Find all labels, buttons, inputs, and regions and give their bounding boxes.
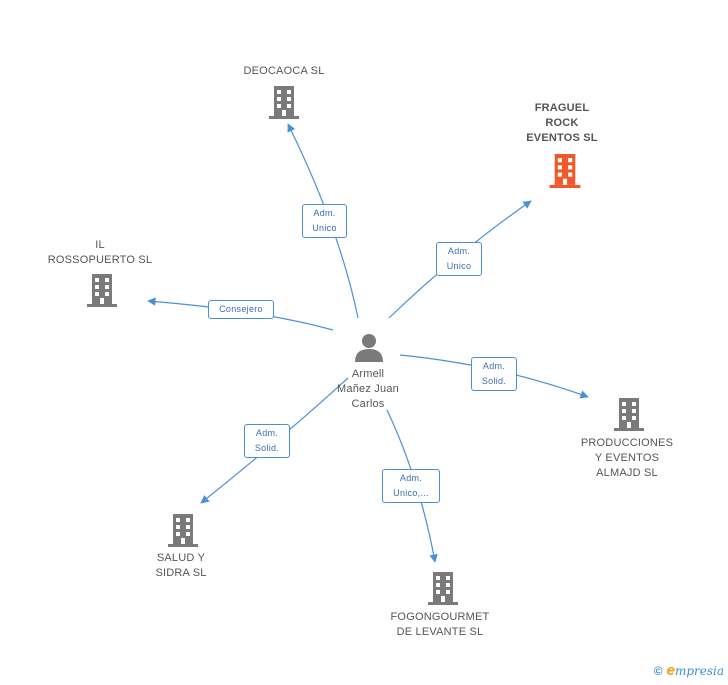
building-icon	[87, 274, 117, 307]
building-icon	[269, 86, 299, 119]
company-label-fraguel[interactable]: FRAGUEL ROCK EVENTOS SL	[526, 102, 598, 144]
relation-label-rossopuerto: Consejero	[208, 300, 274, 319]
company-label-rossopuerto[interactable]: IL ROSSOPUERTO SL	[47, 239, 153, 266]
company-label-fogongourmet[interactable]: FOGONGOURMET DE LEVANTE SL	[390, 611, 490, 638]
brand-logo-text: mpresia	[674, 664, 724, 678]
company-label-producciones[interactable]: PRODUCCIONES Y EVENTOS ALMAJD SL	[580, 437, 674, 479]
relation-label-fogongourmet: Adm. Unico,...	[382, 469, 440, 503]
copyright-icon: ©	[653, 664, 663, 678]
building-icon-highlight	[549, 154, 581, 188]
building-icon	[168, 514, 198, 547]
building-icon	[614, 398, 644, 431]
building-icon	[428, 572, 458, 605]
relation-label-deocaoca: Adm. Unico	[302, 204, 347, 238]
relation-label-fraguel: Adm. Unico	[436, 242, 482, 276]
center-person-name[interactable]: Armell Mañez Juan Carlos	[337, 368, 399, 410]
brand-footer: ©empresia	[654, 662, 724, 679]
company-label-salud[interactable]: SALUD Y SIDRA SL	[155, 552, 207, 579]
relation-label-producciones: Adm. Solid.	[471, 357, 517, 391]
company-label-deocaoca[interactable]: DEOCAOCA SL	[243, 65, 325, 77]
brand-logo-initial: e	[666, 662, 675, 679]
relation-label-salud: Adm. Solid.	[244, 424, 290, 458]
person-icon	[355, 334, 383, 362]
